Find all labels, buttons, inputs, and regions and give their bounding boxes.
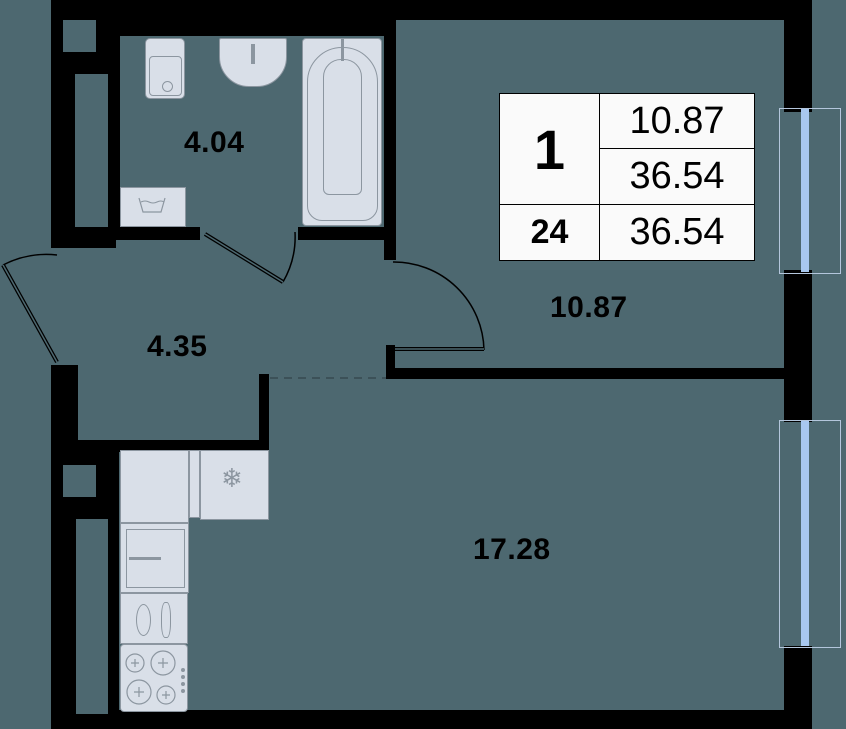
wall-hall-inner xyxy=(259,374,269,452)
room-area-bedroom: 10.87 xyxy=(550,291,628,324)
room-area-bathroom: 4.04 xyxy=(184,126,245,159)
cooktop xyxy=(120,644,188,712)
window-glass xyxy=(801,421,809,646)
window-bedroom[interactable] xyxy=(779,108,841,274)
living-area: 10.87 xyxy=(600,94,754,149)
kitchen-counter-gap xyxy=(189,450,200,518)
kitchen-counter-corner xyxy=(120,450,189,523)
wall-bath-bottom-right xyxy=(298,227,396,240)
rooms-count: 1 xyxy=(500,94,600,205)
wall-bath-right xyxy=(384,20,396,260)
entrance-door-swing xyxy=(2,253,58,266)
shaft-top xyxy=(63,20,96,52)
snowflake-icon: ❄ xyxy=(221,463,243,493)
wall-bath-bottom-left xyxy=(70,227,200,240)
burners xyxy=(125,650,185,705)
dishwasher xyxy=(120,593,188,644)
shaft-bottom-tall xyxy=(76,519,108,714)
toilet xyxy=(145,38,185,99)
room-area-hallway: 4.35 xyxy=(147,330,208,363)
wall-kitchen-top xyxy=(108,440,269,452)
apartment-number: 24 xyxy=(500,205,600,260)
room-area-living: 17.28 xyxy=(473,533,551,566)
total-area: 36.54 xyxy=(600,149,754,205)
wall-bedroom-bottom xyxy=(386,368,786,379)
wall-bedroom-door-jamb xyxy=(386,345,395,379)
shaft-bottom xyxy=(63,465,96,497)
wall-bottom xyxy=(51,710,811,729)
apartment-info-table: 1 10.87 36.54 24 36.54 xyxy=(499,93,755,261)
wall-bath-top-inner xyxy=(118,20,384,36)
window-living[interactable] xyxy=(779,420,841,648)
total-area-repeat: 36.54 xyxy=(629,211,725,253)
bathtub xyxy=(302,38,382,226)
fridge: ❄ xyxy=(200,450,269,520)
wall-top xyxy=(51,0,811,20)
bathroom-sink xyxy=(219,38,287,87)
wall-right-top xyxy=(784,0,812,112)
kitchen-sink xyxy=(120,523,189,593)
wall-bath-left xyxy=(108,20,120,240)
shaft-top-tall xyxy=(75,74,108,229)
washing-machine xyxy=(120,187,186,227)
wall-right-mid xyxy=(784,270,812,422)
window-glass xyxy=(801,109,809,272)
